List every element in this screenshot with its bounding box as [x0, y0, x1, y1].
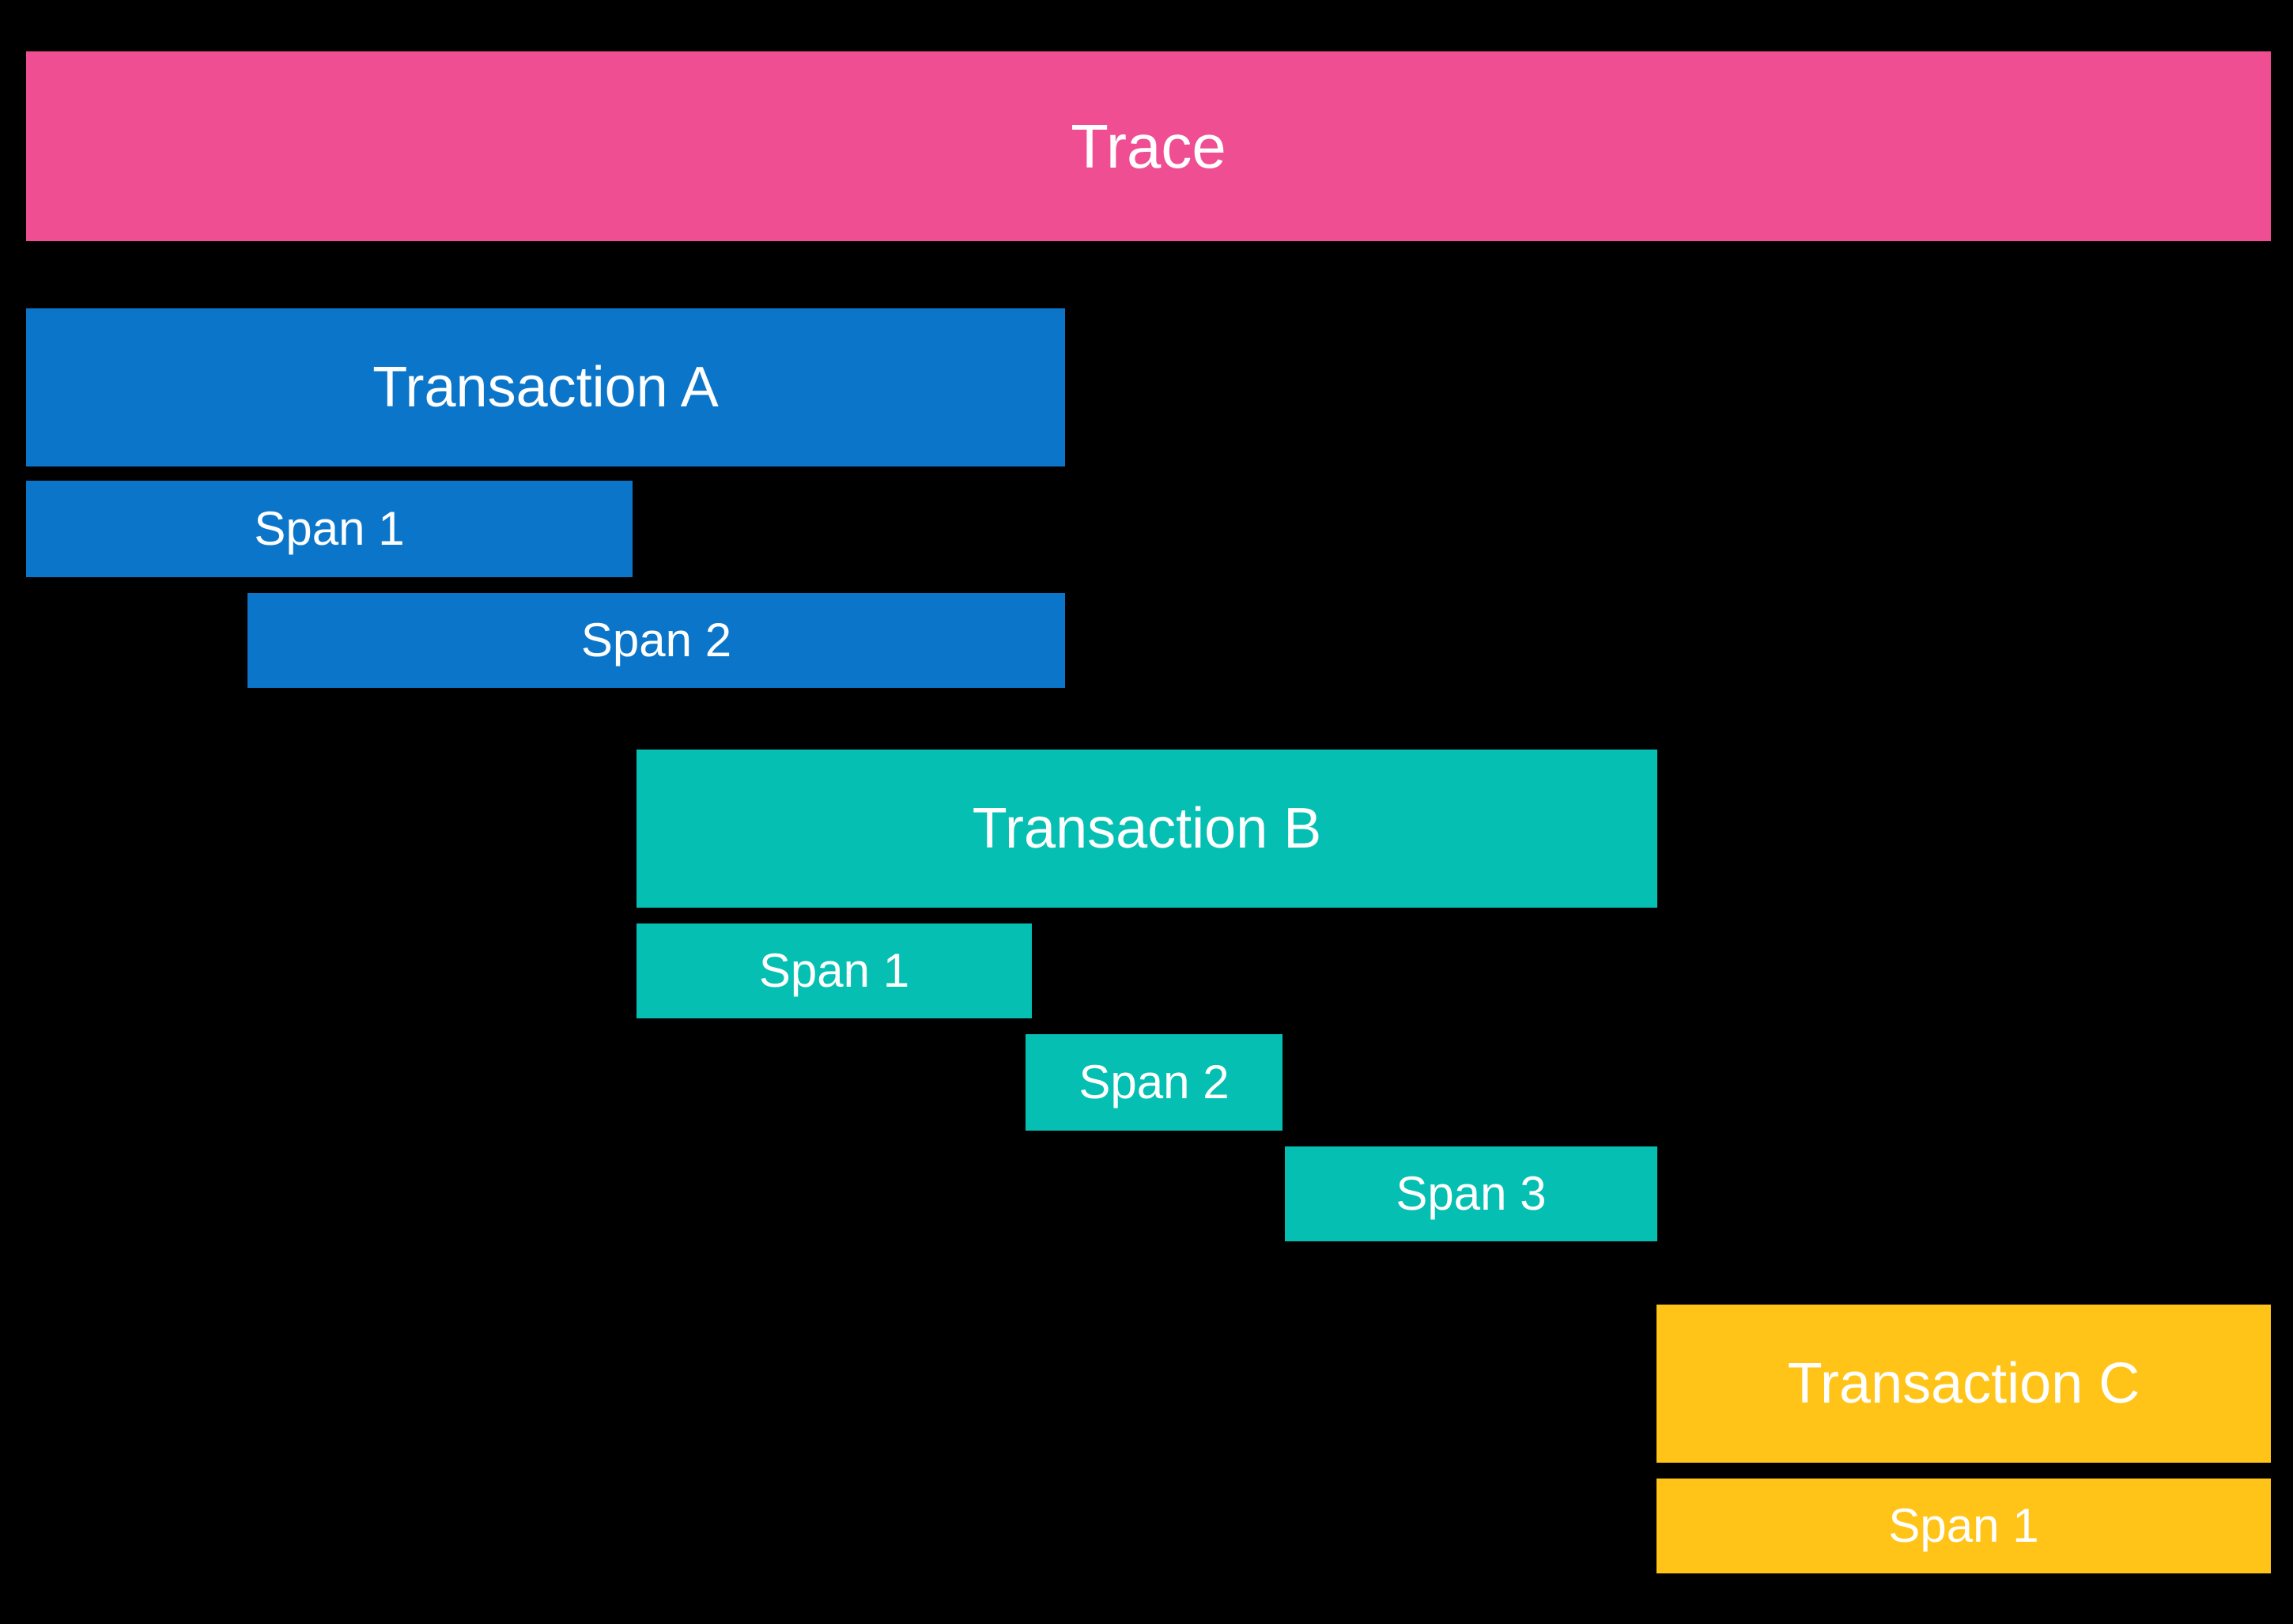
bar-label-transaction-b-span-2: Span 2	[1079, 1056, 1230, 1108]
bar-transaction-b-span-2: Span 2	[1026, 1034, 1282, 1131]
bar-transaction-b-span-3: Span 3	[1285, 1146, 1657, 1241]
bar-transaction-a-span-1: Span 1	[26, 481, 633, 577]
bar-transaction-b-span-1: Span 1	[637, 923, 1032, 1018]
bar-label-transaction-a-span-1: Span 1	[254, 502, 405, 555]
bar-label-transaction-b-span-3: Span 3	[1396, 1167, 1547, 1220]
bar-transaction-b: Transaction B	[637, 750, 1657, 908]
bar-transaction-c-span-1: Span 1	[1656, 1479, 2271, 1573]
bar-label-transaction-a-span-2: Span 2	[580, 614, 732, 667]
bar-trace: Trace	[26, 51, 2271, 241]
bar-label-transaction-b: Transaction B	[972, 797, 1322, 860]
bar-label-transaction-b-span-1: Span 1	[758, 944, 910, 997]
bar-label-transaction-a: Transaction A	[372, 356, 719, 419]
bar-label-transaction-c: Transaction C	[1787, 1352, 2140, 1415]
bar-transaction-a-span-2: Span 2	[247, 593, 1065, 688]
bar-label-trace: Trace	[1071, 111, 1226, 181]
bar-transaction-a: Transaction A	[26, 308, 1065, 466]
bar-transaction-c: Transaction C	[1656, 1305, 2271, 1463]
bar-label-transaction-c-span-1: Span 1	[1888, 1499, 2039, 1552]
